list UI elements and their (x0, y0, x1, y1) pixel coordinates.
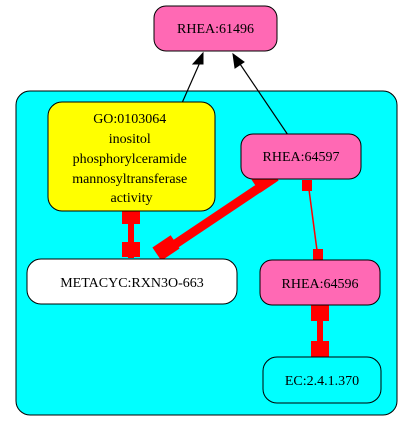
edge-end-box (311, 341, 329, 357)
edge-end-box (122, 242, 140, 257)
node-rhea-64596[interactable]: RHEA:64596 (259, 259, 381, 306)
node-label: RHEA:64596 (282, 277, 359, 292)
node-box (47, 101, 216, 212)
edge-end-box (122, 210, 140, 224)
node-box (259, 259, 381, 306)
edge-end-box (302, 180, 312, 191)
node-label: RHEA:61496 (177, 22, 254, 37)
node-box (240, 133, 362, 180)
node-rhea-61496[interactable]: RHEA:61496 (153, 5, 278, 52)
edge-go-0103064-to-metacyc (122, 210, 140, 258)
node-label: EC:2.4.1.370 (285, 374, 359, 389)
node-label-line: mannosyltransferase (72, 172, 187, 187)
edge-rhea-64596-to-ec (311, 305, 329, 358)
node-box (26, 258, 238, 305)
node-label: METACYC:RXN3O-663 (60, 276, 204, 291)
edge-end-box (152, 235, 180, 261)
node-rhea-64597[interactable]: RHEA:64597 (240, 133, 362, 180)
node-label-line: GO:0103064 (93, 112, 166, 127)
node-label: GO:0103064 inositol phosphorylceramide m… (72, 112, 191, 206)
node-label-line: phosphorylceramide (73, 152, 187, 167)
edge-end-box (311, 305, 329, 321)
edge-rhea-64597-to-rhea-61496 (232, 52, 289, 136)
node-label-line: activity (111, 191, 153, 206)
node-ec-2-4-1-370[interactable]: EC:2.4.1.370 (262, 356, 382, 404)
node-metacyc-rxn3o-663[interactable]: METACYC:RXN3O-663 (26, 258, 238, 305)
edge-rhea-64597-to-rhea-64596 (302, 180, 323, 260)
node-go-0103064[interactable]: GO:0103064 inositol phosphorylceramide m… (47, 101, 216, 212)
node-label-line: inositol (109, 132, 151, 147)
node-box (153, 5, 278, 52)
node-box (262, 356, 382, 404)
edge-end-box (313, 249, 323, 260)
node-label: RHEA:64597 (263, 150, 340, 165)
arrowhead-icon (232, 52, 245, 69)
edge-go-0103064-to-rhea-61496 (181, 51, 204, 104)
arrowhead-icon (191, 51, 204, 65)
